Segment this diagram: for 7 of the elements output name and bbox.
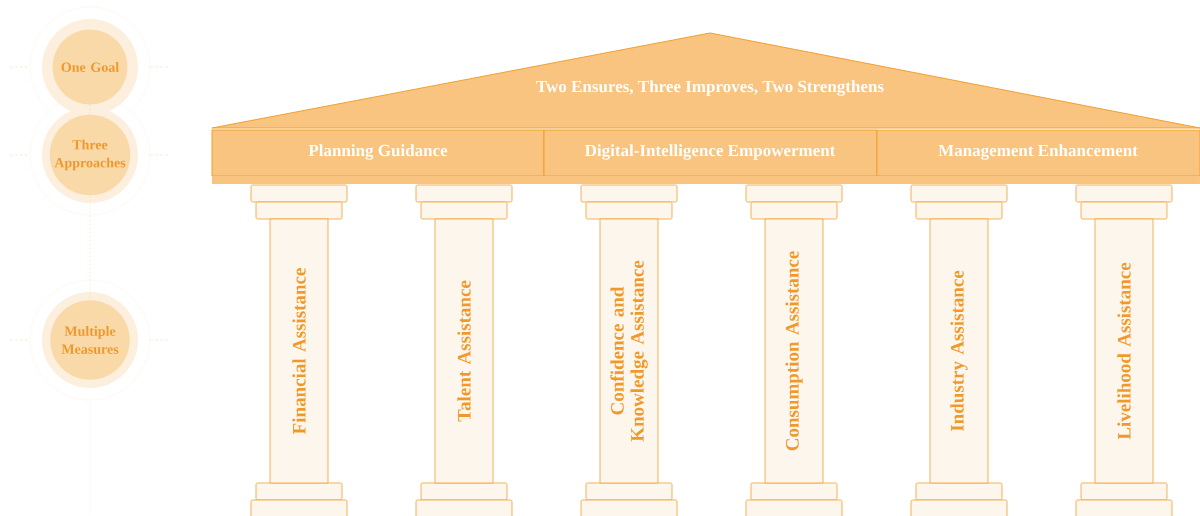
beam-section: Management Enhancement [876, 129, 1200, 177]
column-shaft: Confidence and Knowledge Assistance [599, 218, 659, 484]
column-shaft: Consumption Assistance [764, 218, 824, 484]
column-shaft: Talent Assistance [434, 218, 494, 484]
column-shaft: Livelihood Assistance [1094, 218, 1154, 484]
column-shaft: Financial Assistance [269, 218, 329, 484]
column-shaft: Industry Assistance [929, 218, 989, 484]
